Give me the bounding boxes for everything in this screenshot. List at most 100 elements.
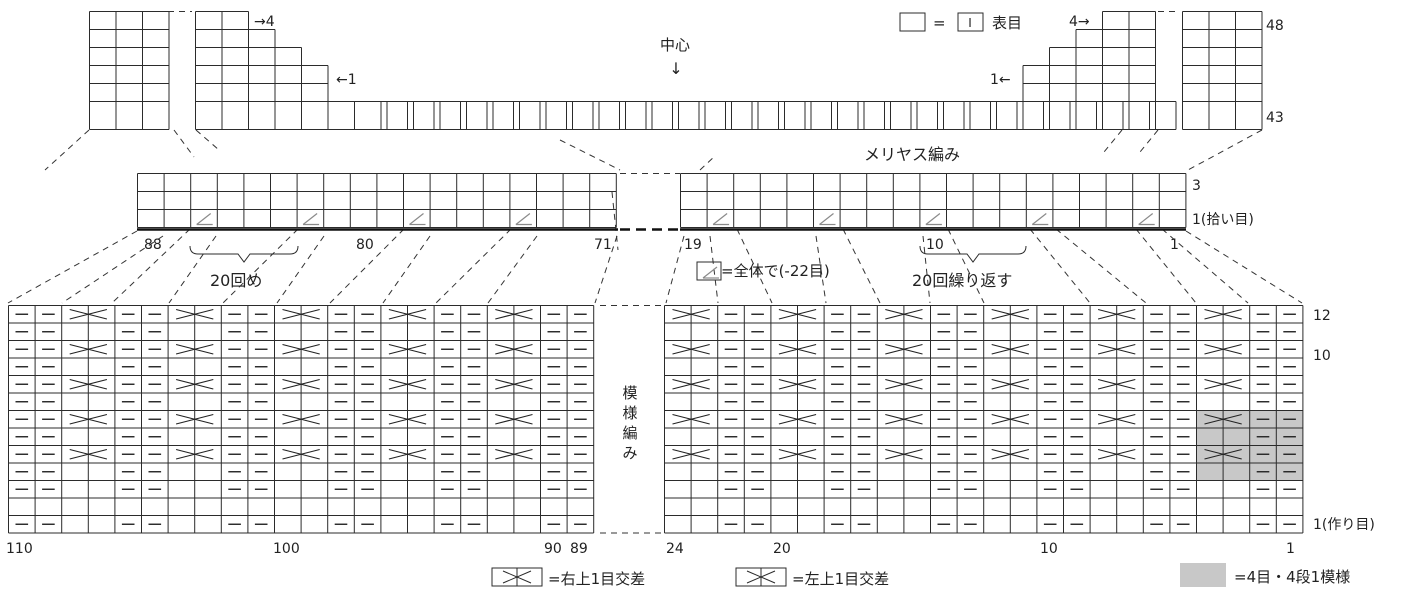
repeat-unit-legend: =4目・4段1模様 [1180, 563, 1350, 587]
cross-stroke [495, 413, 533, 425]
middle-right-grid [680, 173, 1187, 228]
cross-stroke [672, 448, 710, 460]
decrease-mark [515, 213, 532, 226]
stockinette-label: メリヤス編み [864, 145, 960, 164]
cross-symbol [1097, 343, 1136, 355]
cross-symbol [282, 413, 320, 425]
cross-symbol [885, 413, 923, 425]
cross-stroke [778, 448, 817, 460]
cross-stroke [175, 448, 214, 460]
cross-stroke [69, 378, 108, 390]
cross-symbol [672, 378, 710, 390]
pattern-label-4: み [622, 444, 637, 462]
cross-symbol [175, 378, 214, 390]
repeat-unit-swatch [1180, 563, 1226, 587]
cross-symbol [672, 308, 710, 320]
guide-line [1135, 228, 1197, 304]
guide-line [61, 235, 164, 304]
cross-symbol [1204, 448, 1242, 460]
cross-stroke [778, 343, 817, 355]
cross-stroke [672, 308, 710, 320]
cross-symbol [388, 308, 427, 320]
guide-line [7, 230, 138, 304]
cross-stroke [885, 413, 923, 425]
lower-left-grid [8, 305, 595, 534]
decrease-legend-symbol-stroke [702, 266, 718, 279]
stitch-symbols [15, 213, 1296, 525]
cross-stroke [69, 308, 108, 320]
decrease-mark [196, 213, 213, 226]
guide-line [611, 191, 619, 251]
cross-stroke [495, 378, 533, 390]
cross-stroke [388, 343, 427, 355]
decrease-mark [409, 213, 426, 226]
guide-line [195, 129, 220, 151]
cross-stroke [778, 413, 817, 425]
cross-stroke [1097, 308, 1136, 320]
stitch-71: 71 [594, 237, 612, 253]
decrease-legend-text: =全体で(-22目) [721, 262, 830, 280]
guide-line [276, 235, 325, 304]
cross-stroke [991, 448, 1030, 460]
decrease-mark [925, 213, 942, 226]
cross-symbol [991, 378, 1030, 390]
lower-num-20: 20 [773, 541, 791, 557]
repeat-right-label: 20回繰り返す [912, 271, 1012, 290]
legend-equals: = [933, 14, 946, 32]
guide-line [487, 235, 538, 304]
decrease-mark [1138, 213, 1155, 226]
cross-symbol [495, 413, 533, 425]
cross-stroke [1204, 413, 1242, 425]
cross-symbol [778, 413, 817, 425]
stitch-10: 10 [926, 237, 944, 253]
cross-stroke [282, 413, 320, 425]
cross-symbol [175, 413, 214, 425]
cross-stroke [672, 378, 710, 390]
decrease-mark [819, 213, 836, 226]
cross-symbol [69, 378, 108, 390]
cross-symbol [282, 378, 320, 390]
guide-line [44, 129, 90, 171]
guide-line [1103, 129, 1123, 153]
cross-symbol [69, 448, 108, 460]
knit-legend: = I 表目 [899, 12, 1022, 32]
cross-symbol [991, 413, 1030, 425]
cross-symbol [388, 448, 427, 460]
lower-num-89: 89 [570, 541, 588, 557]
center-label: 中心 [660, 36, 690, 54]
lower-num-110: 110 [6, 541, 33, 557]
cross-symbol [991, 448, 1030, 460]
cross-symbol [672, 413, 710, 425]
cross-symbol [495, 378, 533, 390]
cross-symbol [672, 343, 710, 355]
decrease-mark [712, 213, 730, 226]
lower-num-24: 24 [666, 541, 684, 557]
cross-stroke [388, 448, 427, 460]
left-mark-4: →4 [254, 14, 275, 30]
cross-symbol [885, 378, 923, 390]
legend-knit-box [957, 12, 984, 32]
cross-symbol [1097, 413, 1136, 425]
lower-num-10: 10 [1040, 541, 1058, 557]
row-cast-on-label: 1(作り目) [1313, 517, 1375, 533]
right-cross-text: =右上1目交差 [548, 570, 645, 588]
cross-stroke [1204, 448, 1242, 460]
lower-num-1: 1 [1286, 541, 1295, 557]
guide-line [665, 235, 685, 304]
guide-line [842, 228, 881, 304]
stitch-80: 80 [356, 237, 374, 253]
pattern-label-3: 編 [622, 424, 637, 442]
cross-symbol [1204, 343, 1242, 355]
cross-stroke [1097, 378, 1136, 390]
cross-stroke [175, 413, 214, 425]
decrease-mark-stroke [515, 213, 531, 225]
cross-stroke [991, 378, 1030, 390]
cross-symbol [282, 308, 320, 320]
guide-line [173, 129, 195, 158]
guide-line [947, 228, 985, 304]
cross-stroke [495, 308, 533, 320]
cross-symbol [175, 448, 214, 460]
top-left-strip [89, 29, 170, 130]
top-right-strip [1182, 11, 1263, 130]
